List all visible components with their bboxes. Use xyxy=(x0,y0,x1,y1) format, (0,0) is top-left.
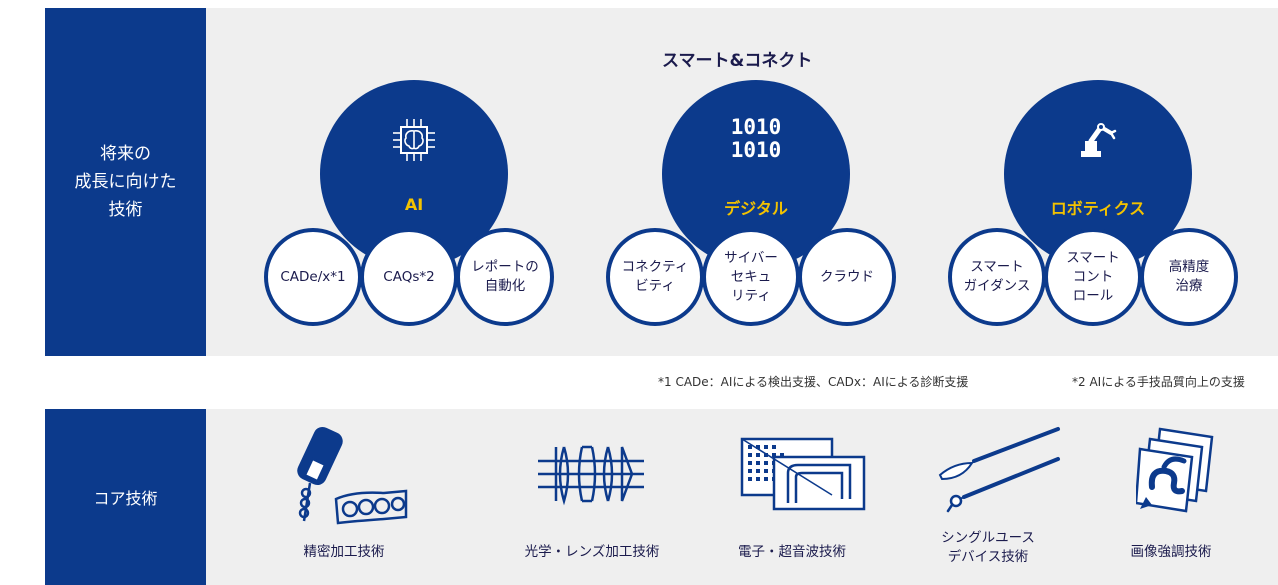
core-tech-side-label: コア技術 xyxy=(45,409,206,585)
item-report-automation: レポートの 自動化 xyxy=(456,228,554,326)
item-cybersecurity: サイバー セキュ リティ xyxy=(702,228,800,326)
item-precision-treatment: 高精度 治療 xyxy=(1140,228,1238,326)
core-label-electronics: 電子・超音波技術 xyxy=(738,544,846,560)
binary-digits-icon: 1010 1010 xyxy=(730,115,782,162)
item-smart-guidance: スマート ガイダンス xyxy=(948,228,1046,326)
endoscope-tip-icon xyxy=(297,426,408,525)
ai-chip-brain-icon xyxy=(393,119,435,161)
item-connectivity: コネクティ ビティ xyxy=(606,228,704,326)
item-smart-control: スマート コント ロール xyxy=(1044,228,1142,326)
future-tech-panel: スマート&コネクト AI CADe/x*1 CAQs*2 レポートの 自動化 1… xyxy=(206,8,1278,356)
robot-arm-icon xyxy=(1081,123,1117,157)
core-label-optics: 光学・レンズ加工技術 xyxy=(524,544,660,560)
image-enhancement-icon xyxy=(1136,427,1214,513)
robotics-label: ロボティクス xyxy=(1050,199,1146,218)
core-tech-panel: 精密加工技術 光学・レンズ加工技術 電子・超音波技術 xyxy=(206,409,1278,585)
single-use-device-icon xyxy=(938,427,1060,513)
item-cadex: CADe/x*1 xyxy=(264,228,362,326)
core-label-image-enhancement: 画像強調技術 xyxy=(1130,544,1212,560)
item-caqs: CAQs*2 xyxy=(360,228,458,326)
ai-label: AI xyxy=(404,195,424,214)
core-label-single-use: シングルユース デバイス技術 xyxy=(941,530,1035,565)
future-tech-side-label: 将来の 成長に向けた 技術 xyxy=(45,8,206,356)
digital-circle: 1010 1010 デジタル xyxy=(662,80,850,268)
item-cloud: クラウド xyxy=(798,228,896,326)
footnote-1: *1 CADe：AIによる検出支援、CADx：AIによる診断支援 xyxy=(658,375,969,389)
lens-optics-icon xyxy=(538,445,644,506)
footnote-2: *2 AIによる手技品質向上の支援 xyxy=(1072,375,1245,389)
core-label-precision: 精密加工技術 xyxy=(303,544,385,560)
electronic-ultrasound-icon xyxy=(740,437,866,511)
digital-label: デジタル xyxy=(724,199,788,218)
panel-title: スマート&コネクト xyxy=(662,51,813,71)
